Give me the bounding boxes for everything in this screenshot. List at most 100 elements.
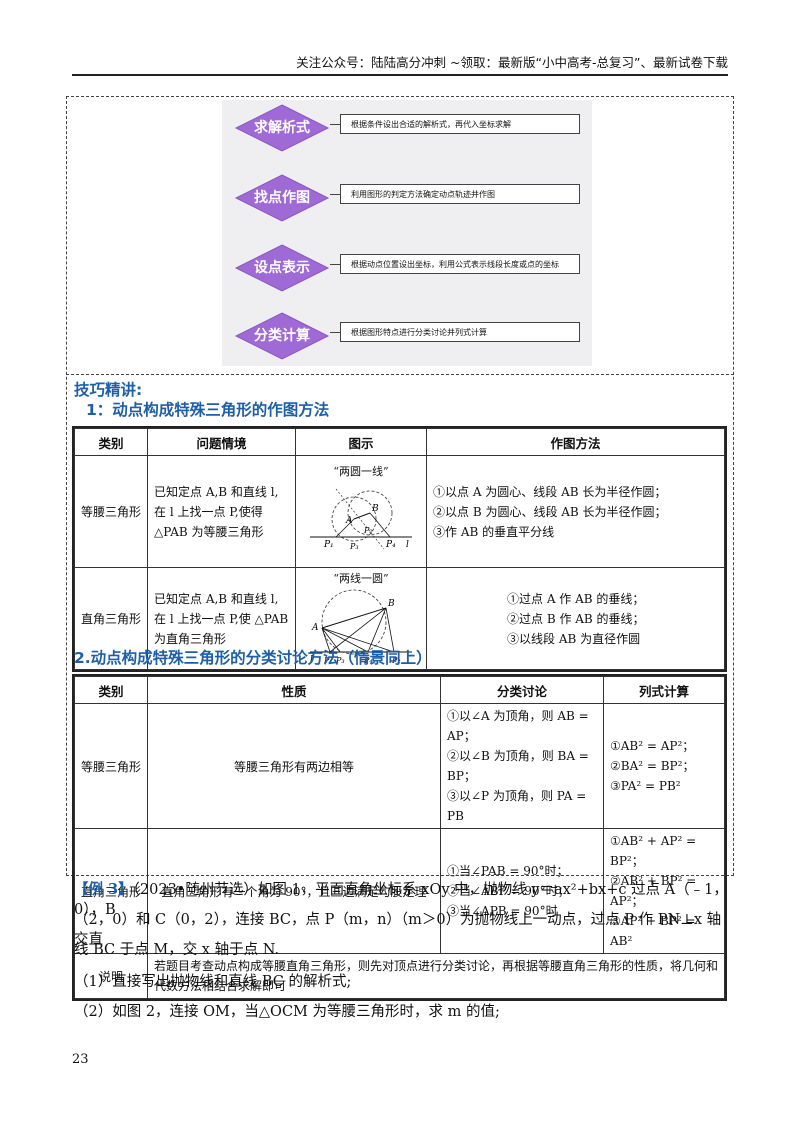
flow-step: 求解析式 根据条件设出合适的解析式，再代入坐标求解 bbox=[222, 100, 592, 158]
diamond-shape bbox=[234, 104, 330, 152]
flow-step-desc: 根据条件设出合适的解析式，再代入坐标求解 bbox=[340, 114, 580, 134]
svg-text:l: l bbox=[310, 655, 313, 664]
category-cell: 直角三角形 bbox=[74, 567, 148, 670]
svg-text:P₁: P₁ bbox=[323, 656, 333, 664]
connector-line bbox=[330, 194, 340, 195]
svg-text:P₄: P₄ bbox=[385, 540, 396, 550]
flow-step: 找点作图 利用图形的判定方法确定动点轨迹并作图 bbox=[222, 170, 592, 228]
method-item: ①过点 A 作 AB 的垂线； bbox=[507, 591, 645, 606]
section2-title: 2.动点构成特殊三角形的分类讨论方法（情景同上） bbox=[74, 649, 432, 667]
col-header: 问题情境 bbox=[147, 428, 296, 456]
case-item: ③当∠APB = 90°时 bbox=[447, 904, 558, 918]
svg-text:P₁: P₁ bbox=[323, 540, 334, 550]
example-line-3: 线 BC 于点 M，交 x 轴于点 N. bbox=[74, 942, 280, 958]
situation-cell: 已知定点 A,B 和直线 l,在 l 上找一点 P,使 △PAB 为直角三角形 bbox=[147, 567, 296, 670]
table-row: 等腰三角形 已知定点 A,B 和直线 l,在 l 上找一点 P,使得 △PAB … bbox=[74, 455, 725, 568]
svg-text:P₂: P₂ bbox=[391, 656, 401, 664]
col-header: 类别 bbox=[74, 676, 148, 704]
header-rule bbox=[72, 74, 728, 76]
flow-step-desc: 利用图形的判定方法确定动点轨迹并作图 bbox=[340, 184, 580, 204]
category-cell: 等腰三角形 bbox=[74, 455, 148, 568]
diamond-shape bbox=[234, 312, 330, 360]
case-item: ③以∠P 为顶角，则 PA = PB bbox=[447, 789, 587, 823]
case-item: ②当∠ABP = 90°时； bbox=[447, 884, 570, 898]
col-header: 类别 bbox=[74, 428, 148, 456]
example-line-2: （2，0）和 C（0，2），连接 BC，点 P（m，n）（m＞0）为抛物线上一动… bbox=[74, 912, 722, 948]
cases-cell: ①当∠PAB = 90°时； ②当∠ABP = 90°时； ③当∠APB = 9… bbox=[440, 828, 604, 954]
col-header: 作图方法 bbox=[426, 428, 725, 456]
flow-step-desc: 根据图形特点进行分类讨论并列式计算 bbox=[340, 322, 580, 342]
skills-heading: 技巧精讲: bbox=[74, 381, 143, 399]
section-separator bbox=[66, 374, 734, 375]
case-item: ①当∠PAB = 90°时； bbox=[447, 864, 569, 878]
svg-text:P₃: P₃ bbox=[349, 542, 359, 551]
flow-step: 分类计算 根据图形特点进行分类讨论并列式计算 bbox=[222, 308, 592, 366]
svg-text:A: A bbox=[345, 516, 353, 526]
formulas-cell: ①AB² + AP² = BP²； ②AB² + BP² = AP²； ③AP²… bbox=[603, 828, 725, 954]
page-number: 23 bbox=[72, 1052, 89, 1067]
note-cell: 若题目考查动点构成等腰直角三角形，则先对顶点进行分类讨论，再根据等腰直角三角形的… bbox=[147, 953, 725, 999]
cases-cell: ①以∠A 为顶角，则 AB = AP； ②以∠B 为顶角，则 BA = BP； … bbox=[440, 703, 604, 829]
table-row: 等腰三角形 等腰三角形有两边相等 ①以∠A 为顶角，则 AB = AP； ②以∠… bbox=[74, 703, 725, 829]
example-text: （2023•随州节选）如图 1，平面直角坐标系 xOy 中，抛物线 y＝ax²+… bbox=[74, 882, 728, 918]
example-line-1: 【例 3】（2023•随州节选）如图 1，平面直角坐标系 xOy 中，抛物线 y… bbox=[74, 880, 734, 920]
two-circles-one-line-figure: A B P₁ P₂ P₃ P₄ l bbox=[310, 488, 412, 551]
page-header: 关注公众号：陆陆高分冲刺 ~领取：最新版“小中高考-总复习”、最新试卷下载 bbox=[296, 55, 728, 70]
flow-chart: 求解析式 根据条件设出合适的解析式，再代入坐标求解 找点作图 利用图形的判定方法… bbox=[222, 100, 592, 366]
figure-caption: “两圆一线” bbox=[333, 465, 389, 478]
table-row: 直角三角形 已知定点 A,B 和直线 l,在 l 上找一点 P,使 △PAB 为… bbox=[74, 567, 725, 670]
case-item: ②以∠B 为顶角，则 BA = BP； bbox=[447, 749, 589, 783]
note-label-cell: 说明 bbox=[74, 953, 148, 999]
connector-line bbox=[330, 124, 340, 125]
question-2: （2）如图 2，连接 OM，当△OCM 为等腰三角形时，求 m 的值; bbox=[74, 1004, 500, 1020]
flow-step-desc: 根据动点位置设出坐标，利用公式表示线段长度或点的坐标 bbox=[340, 254, 580, 274]
formula-item: ②AB² + BP² = AP²； bbox=[610, 874, 697, 908]
example-tag: 【例 3】 bbox=[74, 881, 133, 898]
formula-item: ③AP² + BP² = AB² bbox=[610, 914, 696, 948]
figure-cell: “两圆一线” A B P₁ P₂ P₃ P₄ l bbox=[295, 455, 427, 568]
case-discussion-table: 类别 性质 分类讨论 列式计算 等腰三角形 等腰三角形有两边相等 ①以∠A 为顶… bbox=[72, 674, 727, 1001]
formula-item: ③PA² = PB² bbox=[610, 779, 681, 793]
col-header: 列式计算 bbox=[603, 676, 725, 704]
formulas-cell: ①AB² = AP²； ②BA² = BP²； ③PA² = PB² bbox=[603, 703, 725, 829]
flow-step-label: 找点作图 bbox=[254, 190, 310, 206]
svg-text:l: l bbox=[406, 540, 409, 550]
method-item: ③以线段 AB 为直径作圆 bbox=[507, 631, 641, 646]
svg-text:P₄: P₄ bbox=[363, 656, 373, 664]
formula-item: ②BA² = BP²； bbox=[610, 759, 695, 773]
method-cell: ①以点 A 为圆心、线段 AB 长为半径作圆； ②以点 B 为圆心、线段 AB … bbox=[426, 455, 725, 568]
situation-cell: 已知定点 A,B 和直线 l,在 l 上找一点 P,使得 △PAB 为等腰三角形 bbox=[147, 455, 296, 568]
method-cell: ①过点 A 作 AB 的垂线； ②过点 B 作 AB 的垂线； ③以线段 AB … bbox=[426, 567, 725, 670]
formula-item: ①AB² + AP² = BP²； bbox=[610, 834, 697, 868]
method-item: ②过点 B 作 AB 的垂线； bbox=[507, 611, 645, 626]
method-item: ①以点 A 为圆心、线段 AB 长为半径作圆； bbox=[433, 484, 667, 499]
method-item: ③作 AB 的垂直平分线 bbox=[433, 524, 555, 539]
connector-line bbox=[330, 264, 340, 265]
svg-text:A: A bbox=[311, 623, 319, 633]
two-lines-one-circle-figure: A B l P₁ P₃ P₄ P₂ bbox=[310, 589, 412, 665]
table-row: 说明 若题目考查动点构成等腰直角三角形，则先对顶点进行分类讨论，再根据等腰直角三… bbox=[74, 953, 725, 999]
table-row: 直角三角形 直角三角形有一个角为 90°，且三边满足勾股定理 ①当∠PAB = … bbox=[74, 828, 725, 954]
flow-step-label: 分类计算 bbox=[254, 328, 310, 344]
flow-step-label: 设点表示 bbox=[254, 260, 310, 276]
category-cell: 等腰三角形 bbox=[74, 703, 148, 829]
col-header: 性质 bbox=[147, 676, 441, 704]
figure-caption: “两线一圆” bbox=[333, 572, 389, 585]
question-1: （1）直接写出抛物线和直线 BC 的解析式; bbox=[74, 974, 352, 990]
flow-step: 设点表示 根据动点位置设出坐标，利用公式表示线段长度或点的坐标 bbox=[222, 240, 592, 298]
property-cell: 等腰三角形有两边相等 bbox=[147, 703, 441, 829]
section1-title: 1：动点构成特殊三角形的作图方法 bbox=[86, 401, 330, 419]
formula-item: ①AB² = AP²； bbox=[610, 739, 695, 753]
svg-text:B: B bbox=[371, 504, 379, 514]
category-cell: 直角三角形 bbox=[74, 828, 148, 954]
col-header: 图示 bbox=[295, 428, 427, 456]
drawing-method-table: 类别 问题情境 图示 作图方法 等腰三角形 已知定点 A,B 和直线 l,在 l… bbox=[72, 426, 727, 672]
svg-text:P₃: P₃ bbox=[335, 656, 345, 664]
svg-text:P₂: P₂ bbox=[363, 526, 373, 535]
col-header: 分类讨论 bbox=[440, 676, 604, 704]
flow-step-label: 求解析式 bbox=[254, 120, 310, 136]
connector-line bbox=[330, 332, 340, 333]
diamond-shape bbox=[234, 244, 330, 292]
method-item: ②以点 B 为圆心、线段 AB 长为半径作圆； bbox=[433, 504, 667, 519]
case-item: ①以∠A 为顶角，则 AB = AP； bbox=[447, 709, 589, 743]
